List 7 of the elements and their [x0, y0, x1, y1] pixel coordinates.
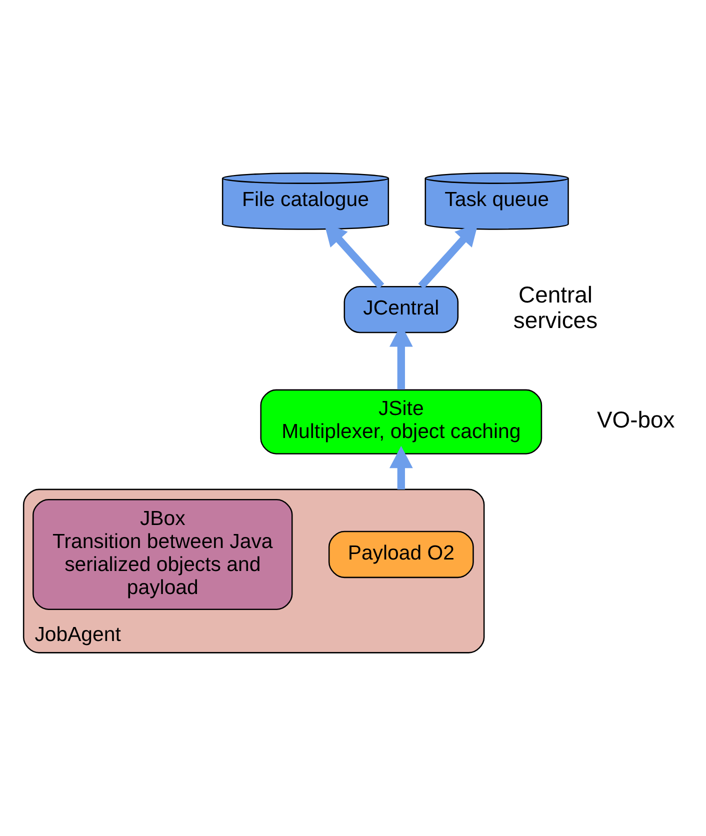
node-box: JSite Multiplexer, object caching: [260, 389, 542, 454]
node-box: JCentral: [344, 286, 459, 334]
label: VO-box: [596, 406, 675, 432]
arrow: [389, 446, 413, 490]
label: Central services: [513, 281, 598, 333]
node-box: Payload O2: [328, 530, 474, 578]
node-box: JBox Transition between Java serialized objects and payload: [32, 499, 293, 610]
